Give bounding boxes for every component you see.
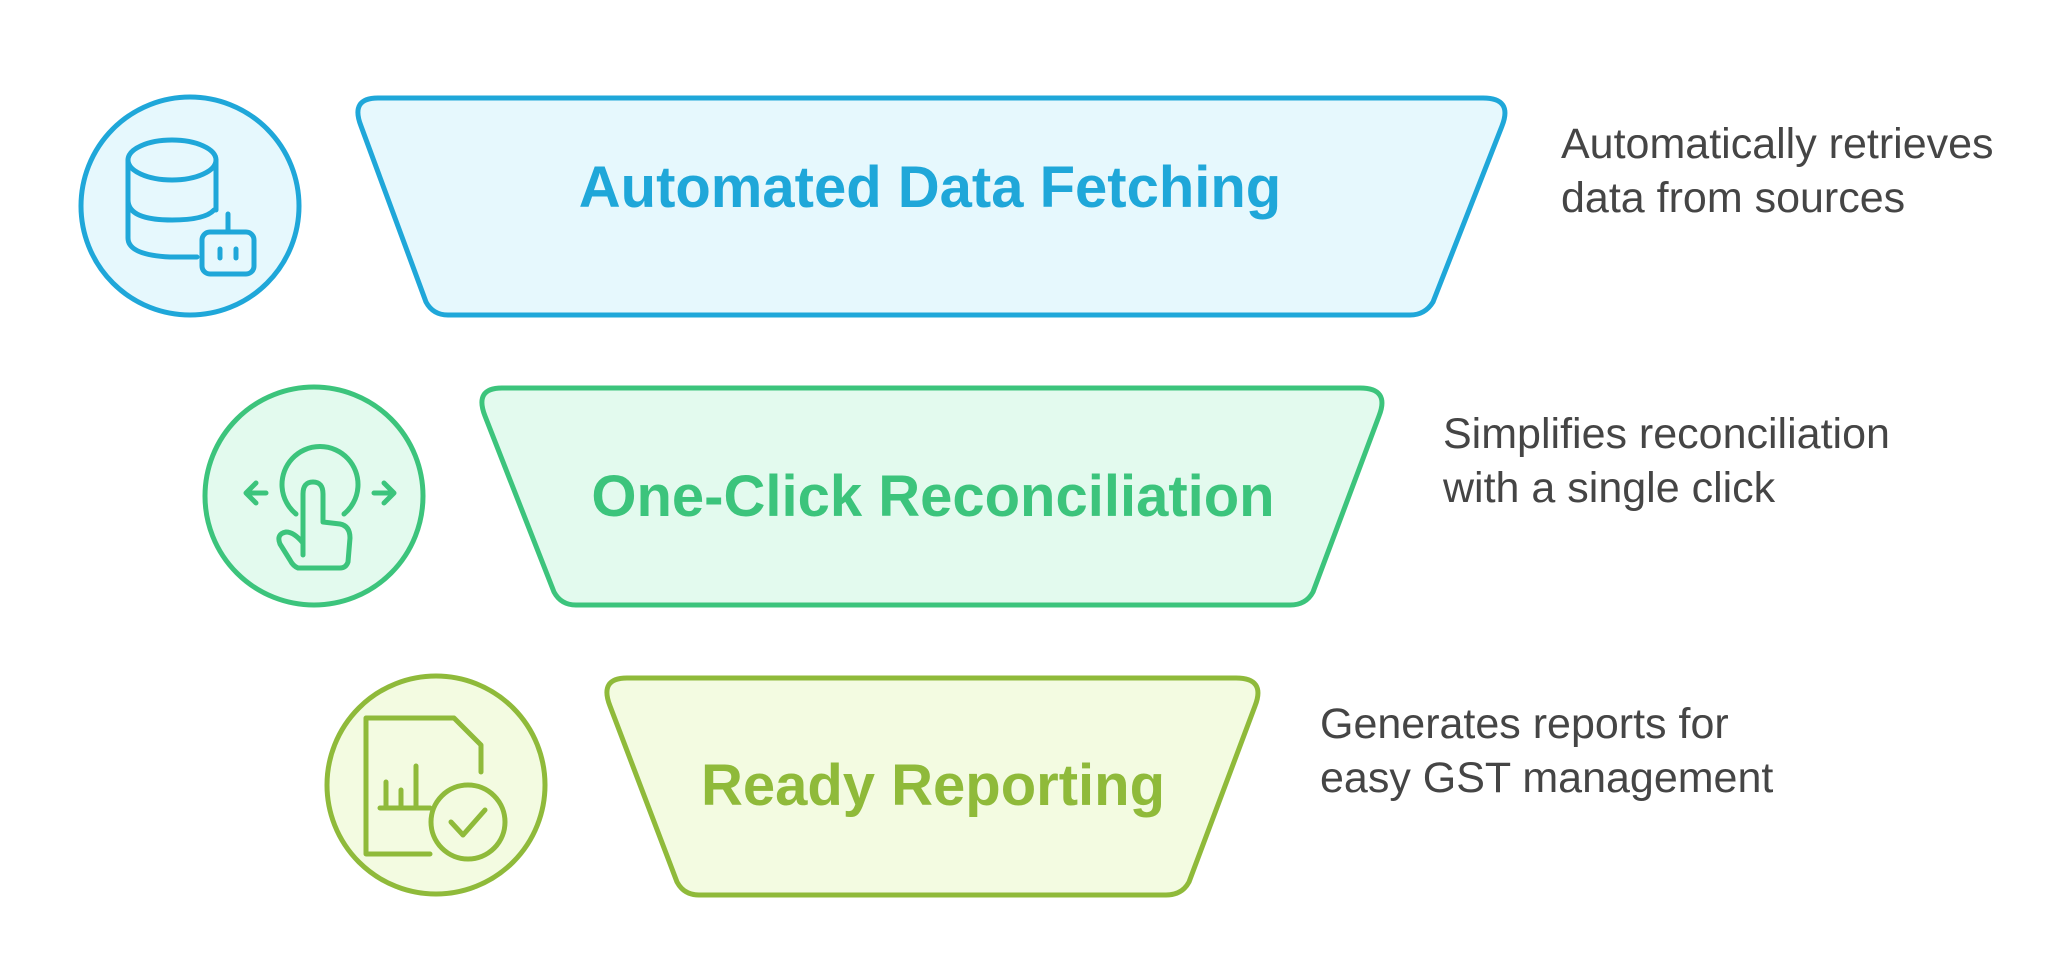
stage-title-2: One-Click Reconciliation xyxy=(591,464,1274,529)
stage-description-3: Generates reports for easy GST managemen… xyxy=(1320,700,1773,802)
stage-description-2-line-1: Simplifies reconciliation xyxy=(1443,410,1890,458)
funnel-band-1 xyxy=(355,95,1508,318)
stage-description-2-line-2: with a single click xyxy=(1442,464,1776,512)
stage-description-2: Simplifies reconciliation with a single … xyxy=(1442,410,1902,512)
stage-description-1-line-2: data from sources xyxy=(1561,174,1905,222)
stage-description-3-line-2: easy GST management xyxy=(1320,754,1773,802)
stage-title-3: Ready Reporting xyxy=(701,753,1165,818)
funnel-band-2 xyxy=(479,385,1385,608)
stage-description-1-line-1: Automatically retrieves xyxy=(1561,120,1994,168)
stage-description-3-line-1: Generates reports for xyxy=(1320,700,1729,748)
stage-title-1: Automated Data Fetching xyxy=(579,155,1282,220)
tap-gesture-icon xyxy=(202,384,426,608)
funnel-stage-automated-data-fetching: Automated Data Fetching Automatically re… xyxy=(78,94,2006,318)
funnel-band-3 xyxy=(604,675,1261,898)
report-check-icon xyxy=(324,673,548,897)
funnel-stage-one-click-reconciliation: One-Click Reconciliation Simplifies reco… xyxy=(202,384,1902,608)
stage-description-1: Automatically retrieves data from source… xyxy=(1561,120,2006,222)
funnel-stage-ready-reporting: Ready Reporting Generates reports for ea… xyxy=(324,673,1773,898)
database-robot-icon xyxy=(78,94,302,318)
